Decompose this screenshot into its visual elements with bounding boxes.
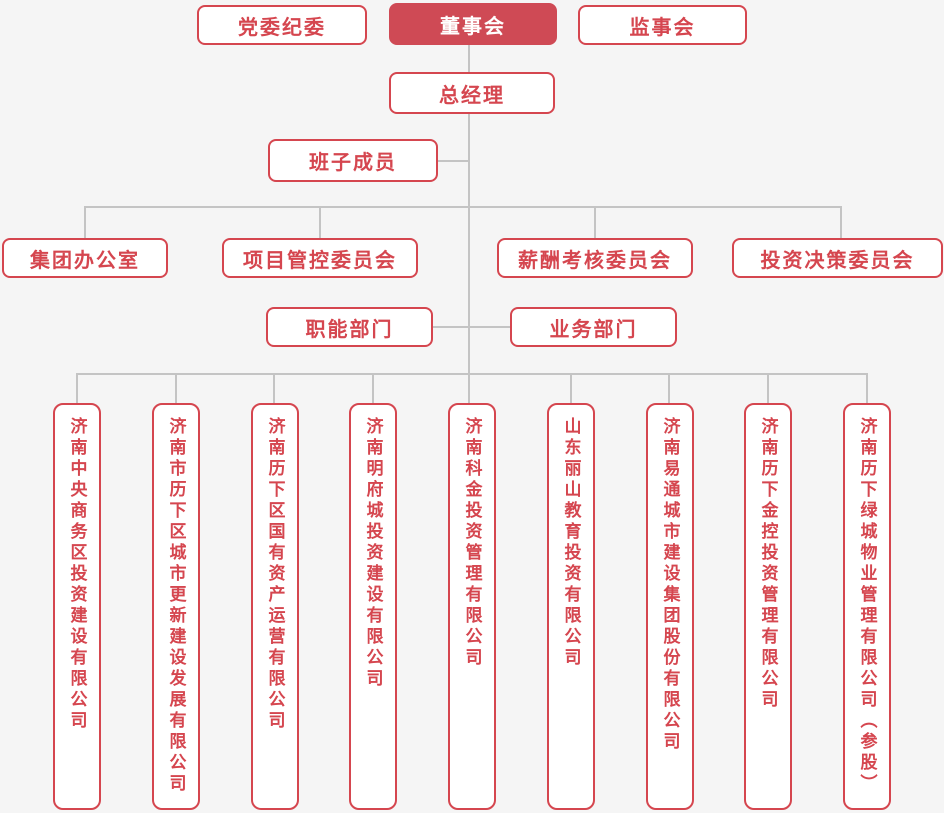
node-company-kejin-investment: 济南科金投资管理有限公司 xyxy=(448,403,496,810)
company-label: 济南历下区国有资产运营有限公司 xyxy=(265,417,285,732)
node-group-office: 集团办公室 xyxy=(2,238,168,278)
connector-company-drop xyxy=(372,373,374,404)
company-label: 济南市历下区城市更新建设发展有限公司 xyxy=(166,417,186,795)
connector-committee-drop xyxy=(840,206,842,238)
company-label: 济南易通城市建设集团股份有限公司 xyxy=(660,417,680,753)
node-leadership-team: 班子成员 xyxy=(268,139,438,182)
node-supervisory-board: 监事会 xyxy=(578,5,747,45)
node-company-yitong-construction: 济南易通城市建设集团股份有限公司 xyxy=(646,403,694,810)
node-business-departments: 业务部门 xyxy=(510,307,677,347)
node-company-jinkong-investment: 济南历下金控投资管理有限公司 xyxy=(744,403,792,810)
company-label: 济南科金投资管理有限公司 xyxy=(462,417,482,669)
company-label: 济南历下绿城物业管理有限公司（参股） xyxy=(857,417,877,795)
company-label: 山东丽山教育投资有限公司 xyxy=(561,417,581,669)
connector-committee-drop xyxy=(594,206,596,238)
connector-company-drop xyxy=(273,373,275,404)
company-label: 济南中央商务区投资建设有限公司 xyxy=(67,417,87,732)
node-company-state-assets: 济南历下区国有资产运营有限公司 xyxy=(251,403,299,810)
connector-committee-drop xyxy=(84,206,86,238)
node-salary-assessment-committee: 薪酬考核委员会 xyxy=(497,238,693,278)
connector-committee-drop xyxy=(319,206,321,238)
node-company-lvcheng-property: 济南历下绿城物业管理有限公司（参股） xyxy=(843,403,891,810)
node-board-of-directors: 董事会 xyxy=(389,3,557,45)
node-investment-decision-committee: 投资决策委员会 xyxy=(732,238,943,278)
connector-team-link xyxy=(438,160,468,162)
node-general-manager: 总经理 xyxy=(389,72,555,114)
node-company-urban-renewal: 济南市历下区城市更新建设发展有限公司 xyxy=(152,403,200,810)
node-party-discipline-committee: 党委纪委 xyxy=(197,5,367,45)
node-company-lishan-education: 山东丽山教育投资有限公司 xyxy=(547,403,595,810)
connector-company-drop xyxy=(668,373,670,404)
connector-company-drop xyxy=(570,373,572,404)
connector-companies-rail xyxy=(76,373,868,375)
company-label: 济南历下金控投资管理有限公司 xyxy=(758,417,778,711)
connector-committees-rail xyxy=(85,206,842,208)
connector-company-drop xyxy=(866,373,868,404)
node-company-cbd-investment: 济南中央商务区投资建设有限公司 xyxy=(53,403,101,810)
connector-company-drop xyxy=(767,373,769,404)
connector-business-link xyxy=(470,326,510,328)
connector-functional-link xyxy=(433,326,468,328)
company-label: 济南明府城投资建设有限公司 xyxy=(363,417,383,690)
connector-company-drop xyxy=(76,373,78,404)
connector-company-drop xyxy=(175,373,177,404)
node-project-control-committee: 项目管控委员会 xyxy=(222,238,418,278)
connector-spine xyxy=(468,45,470,405)
node-functional-departments: 职能部门 xyxy=(266,307,433,347)
node-company-mingfucheng: 济南明府城投资建设有限公司 xyxy=(349,403,397,810)
